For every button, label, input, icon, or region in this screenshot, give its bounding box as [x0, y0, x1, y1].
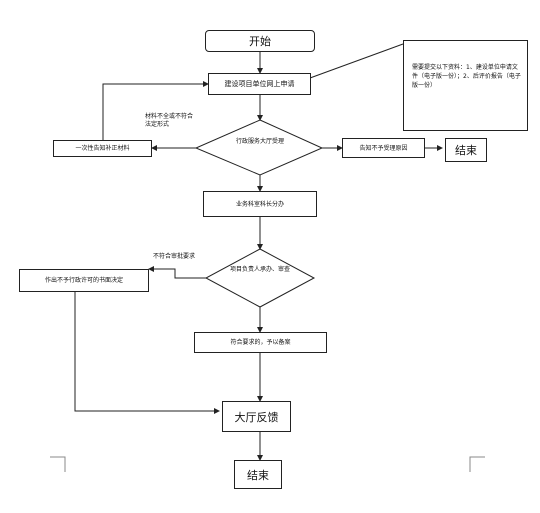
start-node: 开始: [205, 30, 315, 52]
decision-accept-shape: [194, 119, 324, 176]
apply-step: 建设项目单位网上申请: [208, 73, 311, 95]
incomplete-label: 材料不全或不符合法定形式: [145, 113, 194, 128]
required-materials-note: 需要提交以下资料：1、建设单位申请文件（电子版一份）；2、后评价报告（电子版一份…: [403, 40, 528, 131]
deny-step: 作出不予行政许可的书面决定: [19, 269, 149, 292]
arrow-supplement-to-apply: [102, 81, 209, 140]
arrow-deny-to-feedback: [74, 292, 220, 414]
end-node-bottom: 结束: [234, 460, 282, 489]
note-callout-line: [309, 43, 404, 79]
feedback-step: 大厅反馈: [222, 401, 291, 432]
approve-step: 符合要求的，予以备案: [194, 332, 327, 353]
supplement-step: 一次性告知补正材料: [53, 140, 152, 157]
page-corner-marks: [50, 456, 485, 472]
not-meet-label: 不符合审批要求: [153, 253, 196, 260]
accept-decision-label: 行政服务大厅受理: [235, 138, 284, 145]
review-decision-label: 项目负责人承办、审查: [229, 266, 290, 273]
decision-review-shape: [204, 248, 316, 308]
handle-step: 业务科室科长分办: [203, 191, 317, 217]
arrow-review-to-deny: [148, 266, 206, 279]
end-node-top: 结束: [445, 138, 487, 162]
notify-reject-step: 告知不予受理原因: [342, 138, 425, 158]
